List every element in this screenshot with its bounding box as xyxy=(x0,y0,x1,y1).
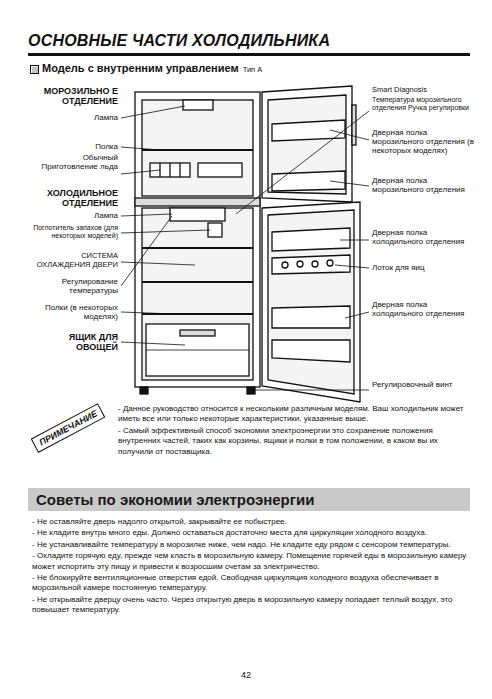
part-label: Регулировочный винт xyxy=(372,380,472,389)
model-type: Тип А xyxy=(243,66,263,75)
tip-bullet: - Охладите горячую еду, прежде чем класт… xyxy=(32,551,472,572)
part-label: Полки (в некоторых моделях) xyxy=(33,303,118,321)
part-label: Температура морозильного отделения Ручка… xyxy=(372,96,482,112)
note-stamp: ПРИМЕЧАНИЕ xyxy=(31,403,106,453)
leader-lines xyxy=(121,106,369,390)
part-label: Лоток для яиц xyxy=(372,263,480,272)
note-text: - Самый эффективный способ экономии элек… xyxy=(118,426,470,457)
part-label: Smart Diagnosis xyxy=(372,86,482,95)
section-heading: МОРОЗИЛЬНО Е ОТДЕЛЕНИЕ xyxy=(33,86,118,107)
part-label: Лампа xyxy=(33,211,118,220)
section-heading: Советы по экономии электроэнергии xyxy=(36,491,462,508)
part-label: Дверная полка морозильного отделения xyxy=(372,176,480,194)
fridge-drawing xyxy=(135,86,360,402)
part-label: Регулирование температуры xyxy=(33,277,118,295)
page-title: ОСНОВНЫЕ ЧАСТИ ХОЛОДИЛЬНИКА xyxy=(28,32,330,50)
checkbox-symbol xyxy=(31,66,39,74)
tip-bullet: - Не устанавливайте температуру в морози… xyxy=(32,540,472,550)
title-rule xyxy=(28,53,470,56)
part-label: Обычный Приготовление льда xyxy=(33,153,118,171)
tip-bullet: - Не оставляйте дверь надолго открытой, … xyxy=(32,517,472,527)
page-number: 42 xyxy=(0,670,492,680)
tip-bullet: - Не открывайте дверцу очень часто. Чере… xyxy=(32,595,472,616)
part-label: Полка xyxy=(33,142,118,151)
tip-bullet: - Не кладите внутрь много еды. Должно ос… xyxy=(32,528,472,538)
part-label: Дверная полка холодильного отделения xyxy=(372,300,480,318)
part-label: СИСТЕМА ОХЛАЖДЕНИЯ ДВЕРИ xyxy=(33,252,118,269)
subtitle: Модель с внутренним управлением xyxy=(42,62,239,75)
part-label: Дверная полка морозильного отделения (в … xyxy=(372,128,480,156)
part-label: Лампа xyxy=(33,113,118,122)
part-label: Поглотитель запахов (для некоторых модел… xyxy=(23,224,118,240)
section-heading: ЯЩИК ДЛЯ ОВОЩЕЙ xyxy=(33,332,118,353)
note-stamp-text: ПРИМЕЧАНИЕ xyxy=(37,408,98,447)
note-text: - Данное руководство относится к несколь… xyxy=(118,404,470,425)
tip-bullet: - Не блокируйте вентиляционные отверстия… xyxy=(32,573,472,594)
part-label: Дверная полка холодильного отделения xyxy=(372,228,480,246)
section-heading: ХОЛОДИЛЬНОЕ ОТДЕЛЕНИЕ xyxy=(33,188,118,209)
section-band: Советы по экономии электроэнергии xyxy=(28,488,470,511)
